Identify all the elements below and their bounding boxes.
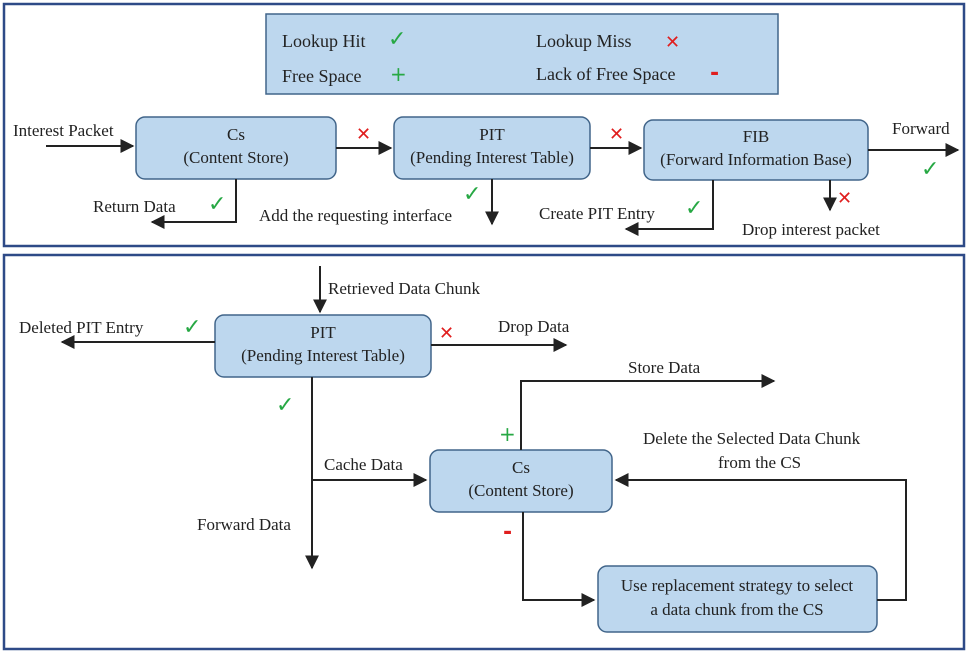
interest-cs-box: Cs (Content Store) xyxy=(135,116,337,180)
legend-cross-icon: ✕ xyxy=(665,32,680,53)
cs-miss-icon: ✕ xyxy=(356,124,371,145)
drop-interest-label: Drop interest packet xyxy=(742,220,880,239)
data-cs-box: Cs (Content Store) xyxy=(429,449,613,513)
interest-pit-box: PIT (Pending Interest Table) xyxy=(393,116,591,180)
delete-selected-line-1: Delete the Selected Data Chunk xyxy=(643,429,861,448)
forward-label: Forward xyxy=(892,119,950,138)
legend-free-space: Free Space xyxy=(282,66,361,86)
fib-hit-icon: ✓ xyxy=(921,157,939,182)
interest-cs-title: Cs xyxy=(227,125,245,144)
pit-hit-icon: ✓ xyxy=(463,182,481,207)
legend-lookup-miss: Lookup Miss xyxy=(536,31,632,51)
create-pit-label: Create PIT Entry xyxy=(539,204,655,223)
pit-miss-icon: ✕ xyxy=(609,124,624,145)
interest-fib-title: FIB xyxy=(743,127,769,146)
forward-data-label: Forward Data xyxy=(197,515,291,534)
legend-lack-free-space: Lack of Free Space xyxy=(536,64,675,84)
data-pit-subtitle: (Pending Interest Table) xyxy=(241,346,405,365)
interest-fib-subtitle: (Forward Information Base) xyxy=(660,150,852,169)
create-pit-check-icon: ✓ xyxy=(685,196,703,221)
interest-cs-subtitle: (Content Store) xyxy=(183,148,288,167)
interest-fib-box: FIB (Forward Information Base) xyxy=(643,119,869,181)
legend-minus-icon: - xyxy=(710,61,719,86)
deleted-pit-check-icon: ✓ xyxy=(183,315,201,340)
legend-check-icon: ✓ xyxy=(388,27,406,52)
replacement-line-1: Use replacement strategy to select xyxy=(621,576,854,595)
free-space-plus-icon: + xyxy=(499,422,516,446)
cache-data-label: Cache Data xyxy=(324,455,403,474)
data-panel xyxy=(2,253,966,651)
data-pit-hit-icon: ✓ xyxy=(276,393,294,418)
retrieved-data-label: Retrieved Data Chunk xyxy=(328,279,481,298)
interest-panel xyxy=(2,2,966,248)
legend: Lookup Hit ✓ Lookup Miss ✕ Free Space + … xyxy=(265,13,779,95)
data-pit-box: PIT (Pending Interest Table) xyxy=(214,314,432,378)
fib-miss-icon: ✕ xyxy=(837,188,852,209)
interest-pit-subtitle: (Pending Interest Table) xyxy=(410,148,574,167)
data-cs-subtitle: (Content Store) xyxy=(468,481,573,500)
cs-hit-icon: ✓ xyxy=(208,192,226,217)
legend-plus-icon: + xyxy=(390,62,407,86)
data-pit-title: PIT xyxy=(310,323,336,342)
legend-lookup-hit: Lookup Hit xyxy=(282,31,366,51)
deleted-pit-label: Deleted PIT Entry xyxy=(19,318,144,337)
store-data-label: Store Data xyxy=(628,358,701,377)
replacement-box: Use replacement strategy to select a dat… xyxy=(597,565,878,633)
add-interface-label: Add the requesting interface xyxy=(259,206,452,225)
data-cs-title: Cs xyxy=(512,458,530,477)
return-data-label: Return Data xyxy=(93,197,176,216)
interest-packet-label: Interest Packet xyxy=(13,121,114,140)
lack-space-minus-icon: - xyxy=(503,520,512,545)
replacement-line-2: a data chunk from the CS xyxy=(650,600,823,619)
interest-pit-title: PIT xyxy=(479,125,505,144)
data-pit-miss-icon: ✕ xyxy=(439,323,454,344)
drop-data-label: Drop Data xyxy=(498,317,570,336)
delete-selected-line-2: from the CS xyxy=(718,453,801,472)
